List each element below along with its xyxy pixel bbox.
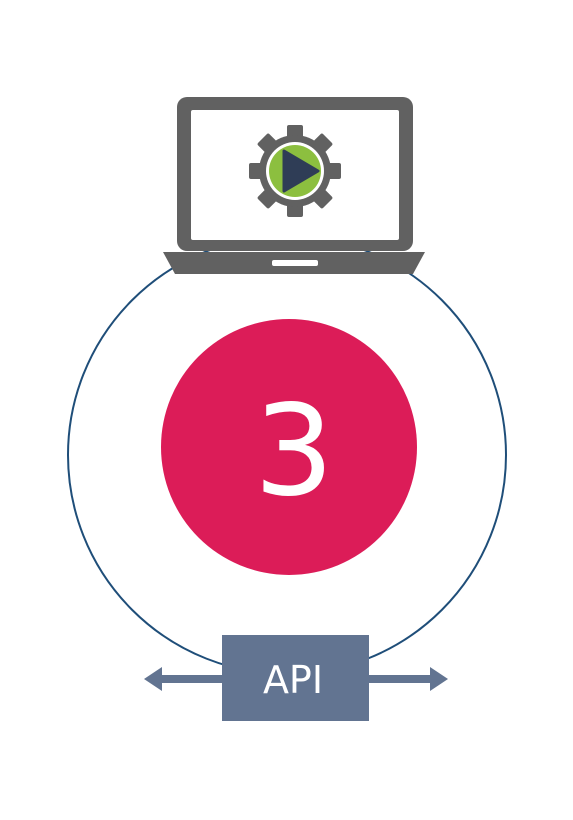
arrow-head-right <box>430 667 448 691</box>
laptop-notch <box>272 260 318 266</box>
bidirectional-arrow-icon <box>144 667 448 691</box>
step-circle <box>161 319 417 575</box>
api-box <box>222 635 369 721</box>
api-label: API <box>263 658 323 702</box>
arrow-head-left <box>144 667 162 691</box>
step-number: 3 <box>254 377 334 524</box>
gear-icon <box>249 125 341 217</box>
laptop-icon <box>163 97 425 274</box>
arrow-shaft-right <box>366 675 434 683</box>
play-icon <box>282 149 320 193</box>
arrow-shaft-left <box>158 675 226 683</box>
